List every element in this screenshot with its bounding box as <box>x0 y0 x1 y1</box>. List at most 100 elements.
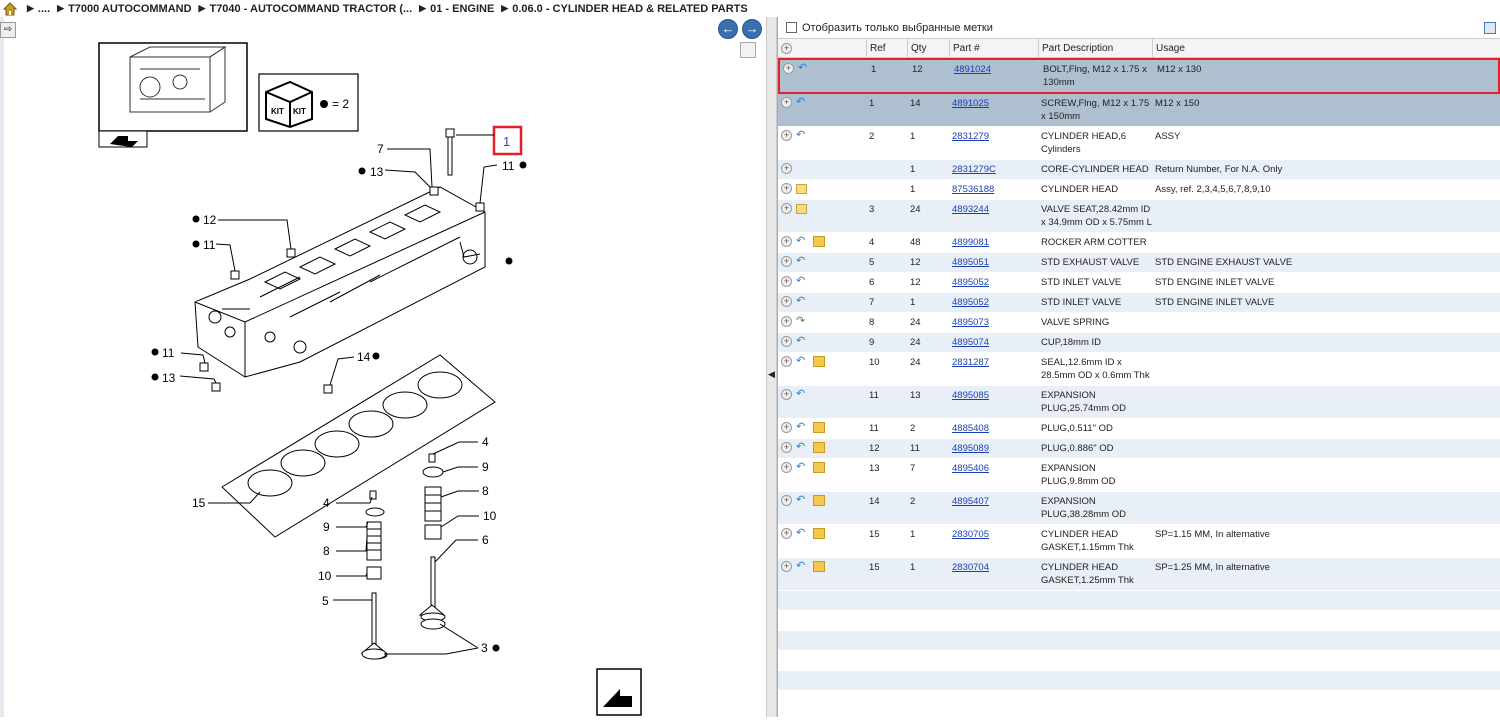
plug-part[interactable] <box>199 362 209 372</box>
expand-row-icon[interactable]: + <box>781 276 792 287</box>
expand-row-icon[interactable]: + <box>781 422 792 433</box>
return-arrow-icon[interactable]: ↶ <box>796 441 806 453</box>
expand-row-icon[interactable]: + <box>781 356 792 367</box>
callout-label[interactable]: 13 <box>162 371 176 385</box>
kit-box-icon[interactable] <box>813 236 825 247</box>
return-arrow-icon[interactable]: ↶ <box>798 62 808 74</box>
plug-part[interactable] <box>230 270 240 280</box>
callout-label[interactable]: 5 <box>322 594 329 608</box>
replacement-arrow-icon[interactable]: ↷ <box>796 315 806 327</box>
kit-box-icon[interactable] <box>813 462 825 473</box>
header-ref[interactable]: Ref <box>866 38 907 58</box>
part-number-link[interactable]: 4899081 <box>952 237 989 248</box>
expand-row-icon[interactable]: + <box>781 256 792 267</box>
header-qty[interactable]: Qty <box>907 38 949 58</box>
callout-label[interactable]: 8 <box>323 544 330 558</box>
kit-box-icon[interactable] <box>813 422 825 433</box>
next-arrow-icon[interactable]: → <box>742 19 762 39</box>
plug-part[interactable] <box>211 382 221 392</box>
callout-label[interactable]: 9 <box>323 520 330 534</box>
next-page-arrow-icon[interactable] <box>603 689 632 707</box>
callout-label[interactable]: 13 <box>370 165 384 179</box>
return-arrow-icon[interactable]: ↶ <box>796 560 806 572</box>
expand-row-icon[interactable]: + <box>781 97 792 108</box>
header-desc[interactable]: Part Description <box>1038 38 1152 58</box>
expand-row-icon[interactable]: + <box>781 316 792 327</box>
return-arrow-icon[interactable]: ↶ <box>796 421 806 433</box>
callout-label[interactable]: 8 <box>482 484 489 498</box>
return-arrow-icon[interactable]: ↶ <box>796 96 806 108</box>
return-arrow-icon[interactable]: ↶ <box>796 388 806 400</box>
previous-arrow-icon[interactable]: ← <box>718 19 738 39</box>
breadcrumb-item-model[interactable]: T7040 - AUTOCOMMAND TRACTOR (... <box>209 2 413 15</box>
part-number-link[interactable]: 4895407 <box>952 496 989 507</box>
part-number-link[interactable]: 2831287 <box>952 357 989 368</box>
expand-row-icon[interactable]: + <box>781 296 792 307</box>
valve-train-exhaust[interactable] <box>360 490 388 660</box>
part-number-link[interactable]: 87536188 <box>952 184 995 195</box>
note-icon[interactable] <box>796 183 807 194</box>
kit-box-icon[interactable] <box>813 528 825 539</box>
part-number-link[interactable]: 2830704 <box>952 562 989 573</box>
return-arrow-icon[interactable]: ↶ <box>796 129 806 141</box>
kit-box-icon[interactable] <box>813 442 825 453</box>
expand-row-icon[interactable]: + <box>781 236 792 247</box>
kit-box-icon[interactable] <box>813 495 825 506</box>
head-gasket-drawing[interactable] <box>221 354 496 538</box>
expand-row-icon[interactable]: + <box>781 561 792 572</box>
header-part[interactable]: Part # <box>949 38 1038 58</box>
return-arrow-icon[interactable]: ↶ <box>796 335 806 347</box>
return-arrow-icon[interactable]: ↶ <box>796 527 806 539</box>
callout-1[interactable]: 1 <box>503 134 510 149</box>
part-number-link[interactable]: 2831279C <box>952 164 996 175</box>
plug-part[interactable] <box>475 202 485 212</box>
list-view-icon[interactable] <box>1484 22 1496 34</box>
part-number-link[interactable]: 4891025 <box>952 98 989 109</box>
callout-label[interactable]: 10 <box>318 569 332 583</box>
part-number-link[interactable]: 4885408 <box>952 423 989 434</box>
expand-row-icon[interactable]: + <box>781 528 792 539</box>
part-number-link[interactable]: 2831279 <box>952 131 989 142</box>
callout-label[interactable]: 4 <box>482 435 489 449</box>
maximize-button[interactable] <box>740 42 756 58</box>
expand-row-icon[interactable]: + <box>781 389 792 400</box>
header-usage[interactable]: Usage <box>1152 38 1500 58</box>
callout-label[interactable]: 14 <box>357 350 371 364</box>
splitter-arrow-icon[interactable]: ◀ <box>768 369 775 379</box>
kit-box-icon[interactable] <box>813 356 825 367</box>
engine-thumbnail[interactable] <box>98 42 248 132</box>
expand-row-icon[interactable]: + <box>781 495 792 506</box>
expand-row-icon[interactable]: + <box>781 163 792 174</box>
callout-label[interactable]: 11 <box>162 346 175 360</box>
return-arrow-icon[interactable]: ↶ <box>796 494 806 506</box>
bolt-part[interactable] <box>445 128 455 176</box>
part-number-link[interactable]: 4895085 <box>952 390 989 401</box>
callout-highlight[interactable] <box>492 125 523 156</box>
plug-part[interactable] <box>286 248 296 258</box>
expand-row-icon[interactable]: + <box>781 130 792 141</box>
callout-label[interactable]: 11 <box>502 159 515 173</box>
expand-row-icon[interactable]: + <box>781 462 792 473</box>
callout-label[interactable]: 4 <box>323 496 330 510</box>
part-number-link[interactable]: 4895074 <box>952 337 989 348</box>
home-icon[interactable] <box>3 1 17 16</box>
return-arrow-icon[interactable]: ↶ <box>796 235 806 247</box>
expand-row-icon[interactable]: + <box>781 336 792 347</box>
show-selected-checkbox[interactable] <box>786 22 797 33</box>
part-number-link[interactable]: 4895073 <box>952 317 989 328</box>
part-number-link[interactable]: 4891024 <box>954 64 991 75</box>
callout-label[interactable]: 3 <box>481 641 488 655</box>
return-arrow-icon[interactable]: ↶ <box>796 255 806 267</box>
